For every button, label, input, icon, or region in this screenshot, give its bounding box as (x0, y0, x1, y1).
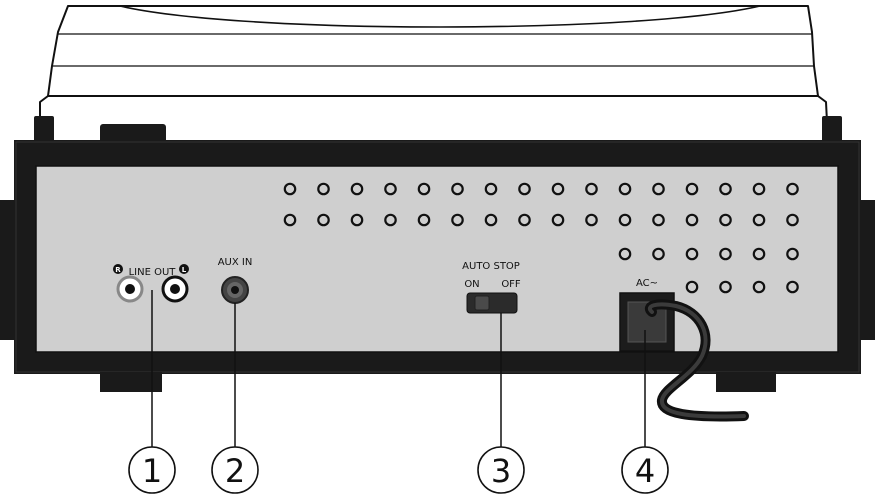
vent-hole (719, 280, 732, 294)
auto-stop-off-label: OFF (501, 279, 521, 290)
vent-hole (585, 182, 598, 196)
vent-hole (417, 182, 431, 196)
callout-4: 4 (621, 446, 669, 494)
vent-hole (752, 182, 766, 196)
cabinet-edge (15, 141, 860, 373)
vent-hole (618, 247, 632, 261)
auto-stop-label: AUTO STOP (462, 261, 520, 272)
vent-hole (451, 213, 464, 227)
vent-hole (685, 213, 699, 227)
vent-hole (652, 247, 665, 261)
vent-hole (786, 247, 799, 261)
vent-hole (350, 213, 364, 227)
vent-hole (752, 247, 766, 261)
jack-right-marker-letter: R (115, 266, 121, 274)
vent-hole (652, 182, 665, 196)
vent-hole (618, 213, 632, 227)
vent-hole (652, 213, 665, 227)
aux-in-label: AUX IN (218, 257, 253, 268)
jack-left-marker (179, 264, 189, 274)
vent-hole (317, 182, 330, 196)
auto-stop-on-label: ON (464, 279, 479, 290)
dust-cover-top (47, 5, 819, 97)
vent-hole (719, 182, 732, 196)
vent-hole (618, 182, 632, 196)
aux-in-jack[interactable] (221, 276, 249, 304)
leader-lines (151, 290, 646, 448)
vent-hole (719, 213, 732, 227)
foot-left (100, 372, 162, 392)
side-handle-left (0, 200, 14, 340)
vent-hole (417, 213, 431, 227)
callout-3: 3 (477, 446, 525, 494)
callout-1: 1 (128, 446, 176, 494)
vent-grille (283, 182, 799, 294)
line-out-jack-left[interactable] (161, 275, 189, 303)
auto-stop-switch[interactable] (466, 292, 518, 314)
callout-2: 2 (211, 446, 259, 494)
vent-hole (752, 280, 766, 294)
callout-2-number: 2 (225, 452, 245, 490)
jack-right-marker (113, 264, 123, 274)
hinge-left (34, 116, 54, 146)
callout-3-number: 3 (491, 452, 511, 490)
vent-hole (384, 182, 397, 196)
vent-hole (551, 182, 565, 196)
vent-hole (518, 182, 531, 196)
vent-hole (786, 280, 799, 294)
tonearm-base (100, 124, 166, 144)
vent-hole (685, 247, 699, 261)
side-handle-right (861, 200, 875, 340)
vent-hole (484, 182, 498, 196)
rear-panel (35, 165, 839, 353)
auto-stop-switch-knob[interactable] (474, 295, 490, 311)
callout-1-number: 1 (142, 452, 162, 490)
line-out-jack-right[interactable] (116, 275, 144, 303)
vent-hole (685, 182, 699, 196)
vent-hole (518, 213, 531, 227)
vent-hole (786, 182, 799, 196)
vent-hole (283, 213, 297, 227)
callout-4-number: 4 (635, 452, 655, 490)
foot-right (716, 372, 776, 392)
line-out-label: LINE OUT (129, 267, 177, 278)
ac-label: AC~ (636, 278, 658, 289)
power-cord (644, 299, 749, 422)
vent-hole (451, 182, 464, 196)
vent-hole (350, 182, 364, 196)
vent-hole (786, 213, 799, 227)
vent-hole (317, 213, 330, 227)
vent-hole (551, 213, 565, 227)
vent-hole (384, 213, 397, 227)
dust-cover-curve (119, 5, 761, 28)
jack-left-marker-letter: L (182, 266, 187, 274)
vent-hole (719, 247, 732, 261)
vent-hole (484, 213, 498, 227)
hinge-right (822, 116, 842, 146)
vent-hole (585, 213, 598, 227)
vent-hole (283, 182, 297, 196)
vent-hole (685, 280, 699, 294)
dust-cover (39, 5, 829, 143)
vent-hole (752, 213, 766, 227)
